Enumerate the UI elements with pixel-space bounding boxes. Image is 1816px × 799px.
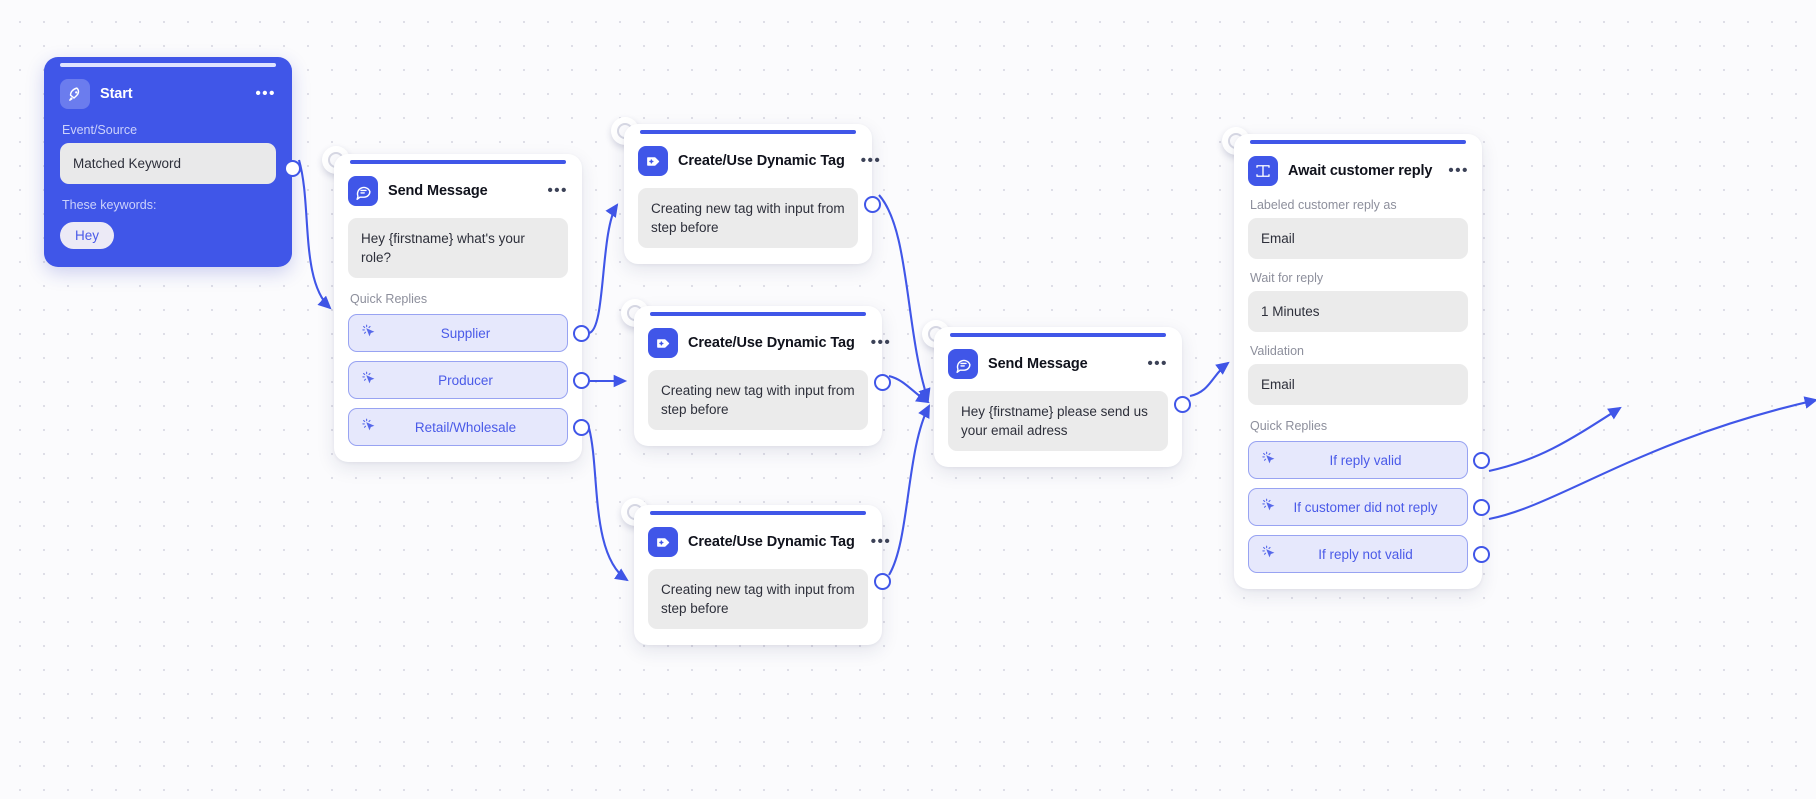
node-header: Send Message ••• — [948, 349, 1168, 379]
node-menu-button[interactable]: ••• — [860, 152, 882, 169]
labeled-reply-label: Labeled customer reply as — [1250, 198, 1397, 212]
node-send-message-2[interactable]: Send Message ••• Hey {firstname} please … — [934, 327, 1191, 468]
quick-reply-label: If customer did not reply — [1293, 499, 1438, 515]
node-menu-button[interactable]: ••• — [255, 85, 276, 102]
quick-reply-label: Producer — [438, 372, 493, 388]
output-port-tag-1[interactable] — [864, 196, 881, 213]
quick-reply-label: If reply valid — [1329, 452, 1402, 468]
node-title: Create/Use Dynamic Tag — [688, 335, 855, 351]
text-input-icon — [1248, 156, 1278, 186]
node-create-use-dynamic-tag-2[interactable]: Create/Use Dynamic Tag ••• Creating new … — [634, 306, 891, 447]
chat-bubble-icon — [948, 349, 978, 379]
tag-description[interactable]: Creating new tag with input from step be… — [638, 188, 858, 249]
cursor-click-icon — [361, 417, 376, 437]
message-text[interactable]: Hey {firstname} what's your role? — [348, 218, 568, 279]
output-port-tag-3[interactable] — [874, 573, 891, 590]
node-menu-button[interactable]: ••• — [870, 334, 892, 351]
node-header: Create/Use Dynamic Tag ••• — [648, 328, 890, 358]
cursor-click-icon — [1261, 544, 1276, 564]
node-title: Create/Use Dynamic Tag — [688, 534, 855, 550]
node-await-customer-reply[interactable]: Await customer reply ••• Labeled custome… — [1234, 134, 1490, 590]
tag-plus-icon — [648, 527, 678, 557]
node-header: Create/Use Dynamic Tag ••• — [638, 146, 880, 176]
node-create-use-dynamic-tag-1[interactable]: Create/Use Dynamic Tag ••• Creating new … — [624, 124, 881, 265]
message-text[interactable]: Hey {firstname} please send us your emai… — [948, 391, 1168, 452]
output-port-if-reply-not-valid[interactable] — [1473, 546, 1490, 564]
node-header: Start ••• — [60, 79, 276, 109]
keywords-label: These keywords: — [62, 198, 157, 213]
labeled-reply-value[interactable]: Email — [1248, 218, 1468, 260]
chat-bubble-icon — [348, 176, 378, 206]
quick-reply-if-reply-valid[interactable]: If reply valid — [1248, 441, 1490, 480]
event-source-label: Event/Source — [62, 123, 138, 137]
quick-reply-if-customer-did-not-reply[interactable]: If customer did not reply — [1248, 488, 1490, 527]
output-port-retail[interactable] — [573, 419, 590, 437]
node-start[interactable]: Start ••• Event/Source Matched Keyword T… — [44, 57, 301, 268]
node-menu-button[interactable]: ••• — [870, 533, 892, 550]
wait-for-reply-label: Wait for reply — [1250, 271, 1324, 286]
quick-reply-label: If reply not valid — [1318, 546, 1413, 562]
output-port-producer[interactable] — [573, 372, 590, 390]
node-title: Create/Use Dynamic Tag — [678, 153, 845, 169]
output-port-send-message-2[interactable] — [1174, 396, 1191, 413]
keyword-chip[interactable]: Hey — [60, 222, 115, 250]
quick-reply-producer[interactable]: Producer — [348, 361, 590, 400]
rocket-icon — [60, 79, 90, 109]
tag-description[interactable]: Creating new tag with input from step be… — [648, 569, 868, 630]
node-menu-button[interactable]: ••• — [1147, 355, 1168, 372]
output-port-supplier[interactable] — [573, 325, 590, 343]
quick-reply-label: Retail/Wholesale — [414, 419, 517, 435]
node-menu-button[interactable]: ••• — [1448, 162, 1469, 179]
quick-replies-label: Quick Replies — [1250, 419, 1328, 434]
node-menu-button[interactable]: ••• — [547, 182, 568, 199]
output-port-if-customer-did-not-reply[interactable] — [1473, 499, 1490, 517]
node-send-message-1[interactable]: Send Message ••• Hey {firstname} what's … — [334, 154, 590, 463]
cursor-click-icon — [361, 370, 376, 390]
tag-plus-icon — [638, 146, 668, 176]
tag-description[interactable]: Creating new tag with input from step be… — [648, 370, 868, 431]
cursor-click-icon — [361, 323, 376, 343]
quick-reply-supplier[interactable]: Supplier — [348, 314, 590, 353]
node-header: Await customer reply ••• — [1248, 156, 1468, 186]
node-header: Send Message ••• — [348, 176, 568, 206]
output-port-tag-2[interactable] — [874, 374, 891, 391]
output-port-start[interactable] — [284, 160, 301, 177]
quick-reply-retail-wholesale[interactable]: Retail/Wholesale — [348, 408, 590, 447]
node-header: Create/Use Dynamic Tag ••• — [648, 527, 890, 557]
validation-value[interactable]: Email — [1248, 364, 1468, 406]
node-title: Start — [100, 86, 133, 102]
quick-reply-if-reply-not-valid[interactable]: If reply not valid — [1248, 535, 1490, 574]
tag-plus-icon — [648, 328, 678, 358]
node-title: Send Message — [388, 183, 488, 199]
output-port-if-reply-valid[interactable] — [1473, 452, 1490, 470]
node-create-use-dynamic-tag-3[interactable]: Create/Use Dynamic Tag ••• Creating new … — [634, 505, 891, 646]
node-title: Await customer reply — [1288, 163, 1433, 179]
wait-for-reply-value[interactable]: 1 Minutes — [1248, 291, 1468, 333]
validation-label: Validation — [1250, 344, 1304, 359]
cursor-click-icon — [1261, 450, 1276, 470]
event-source-value[interactable]: Matched Keyword — [60, 143, 276, 185]
cursor-click-icon — [1261, 497, 1276, 517]
quick-reply-label: Supplier — [440, 325, 491, 341]
node-title: Send Message — [988, 356, 1088, 372]
quick-replies-label: Quick Replies — [350, 292, 428, 307]
